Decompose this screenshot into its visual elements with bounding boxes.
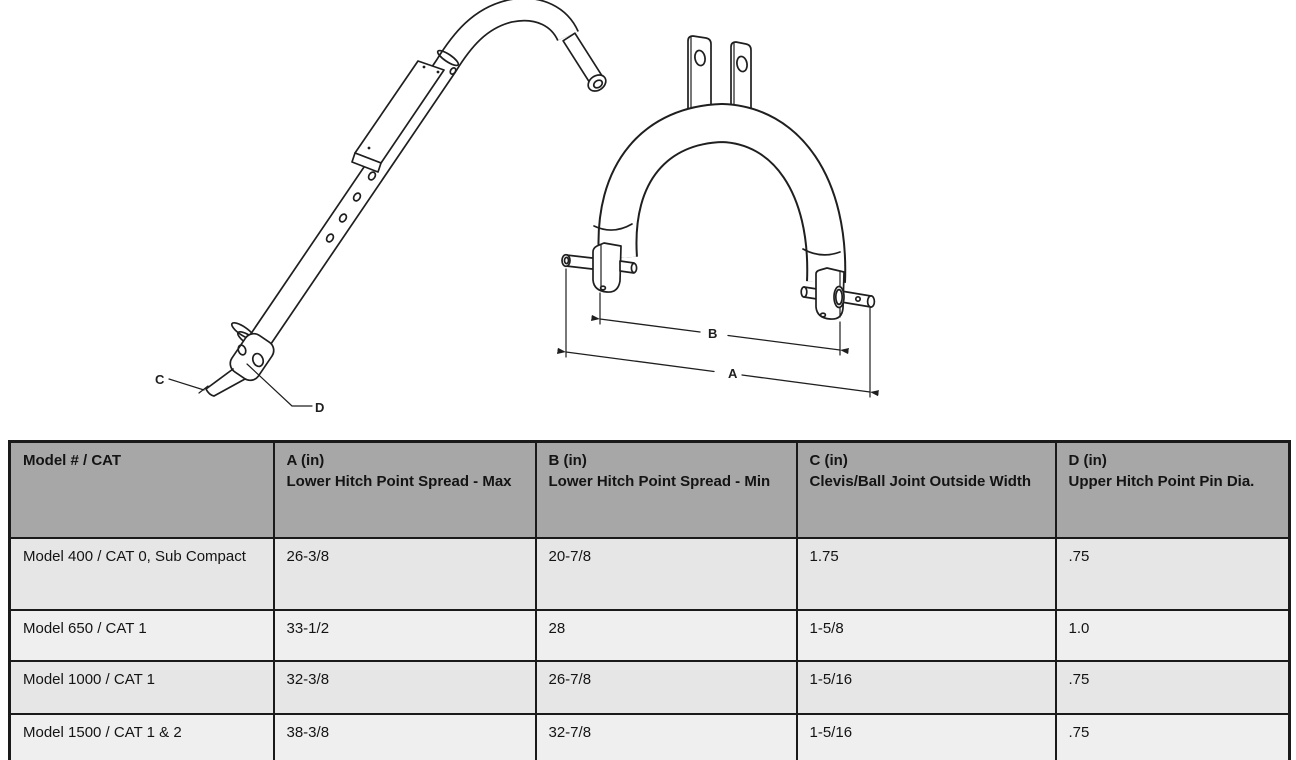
cell-b: 26-7/8 [534,660,798,715]
cell-c: 1-5/16 [795,660,1057,715]
cell-b: 20-7/8 [534,537,798,611]
dim-label-b: B [708,326,717,341]
tab-hole-left [694,49,706,67]
left-hitch-point [561,242,638,293]
tube-tip [205,368,246,397]
col-subtitle: Lower Hitch Point Spread - Max [286,473,512,490]
col-subtitle: Upper Hitch Point Pin Dia. [1068,473,1255,490]
mount-plate-flange [351,152,382,173]
spec-table: Model # / CAT A (in) Lower Hitch Point S… [8,440,1291,760]
leader-c [168,378,209,394]
header-row: Model # / CAT A (in) Lower Hitch Point S… [8,440,1291,539]
cell-d: .75 [1054,660,1291,715]
cell-b: 28 [534,609,798,662]
right-hitch-point [800,267,876,320]
cell-a: 32-3/8 [272,660,537,715]
cell-model: Model 400 / CAT 0, Sub Compact [8,537,275,611]
col-header-d: D (in) Upper Hitch Point Pin Dia. [1054,440,1291,539]
dimension-a [557,347,879,397]
col-header-c: C (in) Clevis/Ball Joint Outside Width [795,440,1057,539]
cell-model: Model 650 / CAT 1 [8,609,275,662]
dim-label-d: D [315,400,324,415]
cell-c: 1.75 [795,537,1057,611]
right-pin-end [866,295,876,308]
cell-c: 1-5/16 [795,713,1057,760]
cell-b: 32-7/8 [534,713,798,760]
dim-label-c: C [155,372,165,387]
cell-d: .75 [1054,537,1291,611]
col-title: D (in) [1068,452,1107,469]
cell-d: .75 [1054,713,1291,760]
col-title: Model # / CAT [23,452,122,469]
left-bracket [592,242,622,293]
col-title: C (in) [809,452,848,469]
col-title: B (in) [548,452,587,469]
cell-a: 38-3/8 [272,713,537,760]
leader-d [246,363,313,407]
tube-collar [436,49,460,67]
row-model-400: Model 400 / CAT 0, Sub Compact 26-3/8 20… [8,537,1291,611]
row-model-1000: Model 1000 / CAT 1 32-3/8 26-7/8 1-5/16 … [8,660,1291,715]
cell-d: 1.0 [1054,609,1291,662]
cell-a: 33-1/2 [272,609,537,662]
col-header-b: B (in) Lower Hitch Point Spread - Min [534,440,798,539]
col-header-model: Model # / CAT [8,440,275,539]
hook-eye [587,74,607,92]
hitch-diagram: C D B A [155,0,879,415]
arch-drawing [557,35,879,398]
adjustment-holes [325,171,377,243]
row-model-1500: Model 1500 / CAT 1 & 2 38-3/8 32-7/8 1-5… [8,713,1291,760]
col-title: A (in) [286,452,325,469]
col-subtitle: Clevis/Ball Joint Outside Width [809,473,1032,490]
col-header-a: A (in) Lower Hitch Point Spread - Max [272,440,537,539]
drawbar-tube [242,0,579,359]
dimension-b [591,314,849,355]
cell-c: 1-5/8 [795,609,1057,662]
cell-model: Model 1500 / CAT 1 & 2 [8,713,275,760]
drawbar-drawing [168,0,607,407]
cell-a: 26-3/8 [272,537,537,611]
cell-model: Model 1000 / CAT 1 [8,660,275,715]
clevis-pin-hole [251,352,265,368]
row-model-650: Model 650 / CAT 1 33-1/2 28 1-5/8 1.0 [8,609,1291,662]
tab-hole-right [736,55,748,73]
dim-label-a: A [728,366,738,381]
dimension-labels: C D B A [155,326,738,415]
col-subtitle: Lower Hitch Point Spread - Min [548,473,771,490]
